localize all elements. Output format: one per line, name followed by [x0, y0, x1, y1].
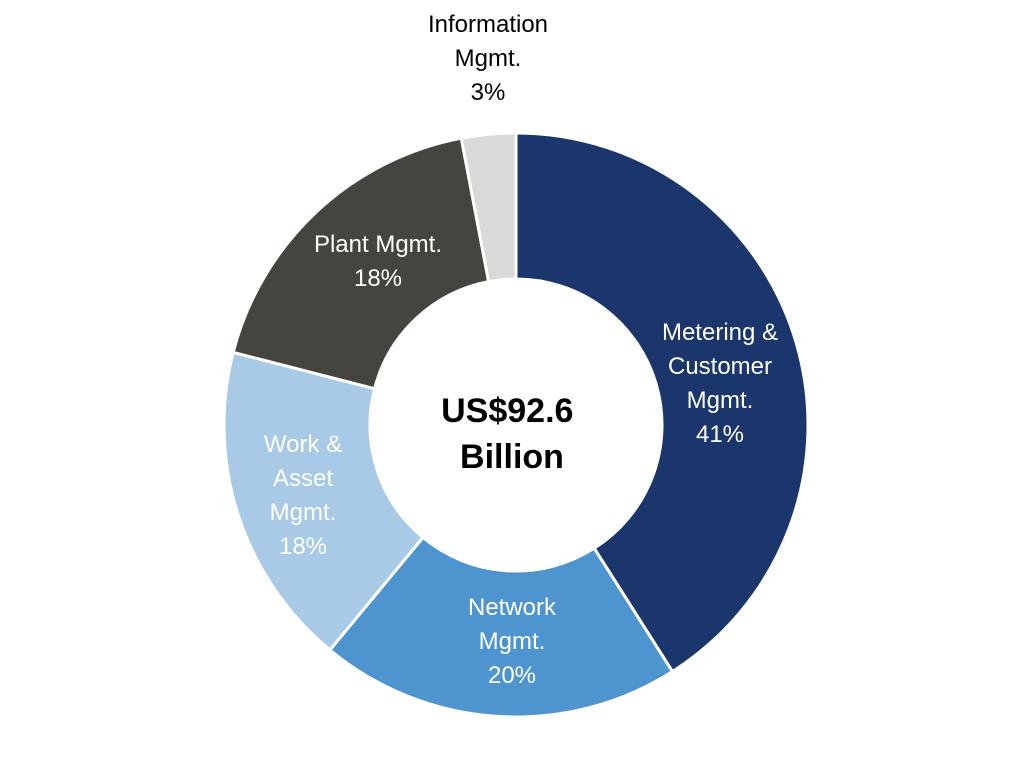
center-label-line-1: US$92.6: [441, 392, 573, 430]
slice-label-line: Mgmt.: [270, 499, 337, 526]
slice-label-line: 41%: [696, 421, 744, 448]
center-label: US$92.6 Billion: [441, 392, 583, 476]
slice-label-line: 3%: [471, 79, 506, 106]
slice-network-mgmt: [327, 535, 675, 719]
slice-work-asset-mgmt: [222, 350, 426, 653]
slice-label-line: Customer: [668, 353, 772, 380]
slice-label-line: Asset: [273, 465, 333, 492]
slice-label-line: Mgmt.: [479, 628, 546, 655]
slice-label-line: 18%: [354, 265, 402, 292]
center-label-line-2: Billion: [460, 438, 564, 476]
slice-label: Plant Mgmt. 18%: [314, 231, 442, 292]
slice-label-line: Plant Mgmt.: [314, 231, 442, 258]
slice-information-mgmt: [459, 131, 518, 284]
slices: [222, 131, 810, 719]
slice-label-line: Metering &: [662, 319, 778, 346]
slice-plant-mgmt: [231, 136, 491, 391]
slice-label-line: Network: [468, 594, 557, 621]
slice-label-line: Work &: [264, 431, 342, 458]
slice-label-line: 18%: [279, 533, 327, 560]
slice-label-line: 20%: [488, 662, 536, 689]
slice-metering-customer-mgmt: [514, 131, 810, 674]
slice-label-line: Mgmt.: [455, 45, 522, 72]
slice-label-line: Information: [428, 11, 548, 38]
slice-label-line: Mgmt.: [687, 387, 754, 414]
